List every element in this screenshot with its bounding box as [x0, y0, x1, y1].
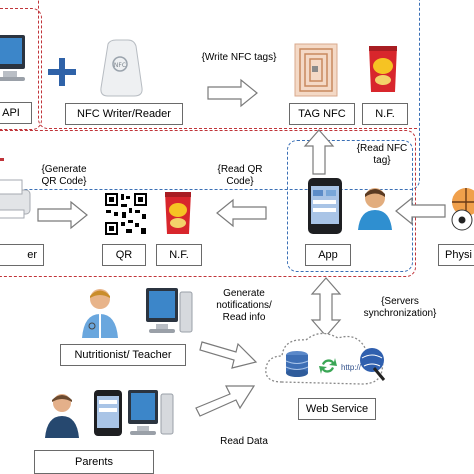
arrow-left-physical — [395, 196, 446, 226]
chips-bag-icon — [165, 192, 191, 234]
servers-sync-note: {Servers synchronization} — [363, 296, 437, 319]
http-text: http:// — [340, 363, 361, 372]
nfc-tag-icon — [294, 43, 338, 97]
read-qr-note: {Read QR Code} — [217, 164, 263, 187]
sync-icon — [319, 358, 337, 374]
arrow-right-write — [207, 78, 258, 108]
computer-icon — [128, 390, 174, 435]
parent-icon — [45, 394, 79, 438]
write-nfc-tags-note: {Write NFC tags} — [201, 52, 277, 63]
svg-text:NFC: NFC — [114, 62, 126, 69]
printer-label: er — [0, 244, 44, 266]
top-red-frame — [0, 8, 42, 130]
parents-label: Parents — [34, 450, 154, 474]
read-nfc-note: {Read NFC tag} — [356, 143, 408, 166]
physical-label: Physi — [438, 244, 474, 266]
qr-label: QR — [102, 244, 146, 266]
printer-mark — [0, 158, 4, 161]
computer-icon — [146, 288, 193, 333]
arrow-right-qr — [37, 200, 88, 230]
chips-bag-icon — [369, 46, 397, 92]
middle-red-connector — [38, 0, 417, 129]
sports-balls-icon — [451, 188, 474, 231]
nfc-writer-reader-label: NFC Writer/Reader — [65, 103, 183, 125]
bottom-red-frame — [0, 130, 416, 277]
generate-notifications-note: Generate notifications/ Read info — [216, 288, 272, 323]
outer-blue-frame — [0, 0, 420, 190]
arrow-up-nfc — [303, 129, 335, 175]
read-data-note: Read Data — [220, 436, 268, 447]
qr-code-icon — [104, 192, 148, 236]
arrow-to-webservice-bottom — [195, 385, 256, 417]
doctor-icon — [82, 289, 118, 338]
computer-icon — [0, 35, 25, 81]
database-icon — [285, 351, 309, 377]
smartphone-icon — [308, 178, 342, 234]
arrow-left-qr — [216, 198, 267, 228]
nutritionist-teacher-label: Nutritionist/ Teacher — [60, 344, 186, 366]
nf-mid-label: N.F. — [156, 244, 202, 266]
api-label: API — [0, 102, 32, 124]
app-label: App — [305, 244, 351, 266]
printer-icon — [0, 179, 31, 219]
generate-qr-note: {Generate QR Code} — [41, 164, 87, 187]
nf-top-label: N.F. — [362, 103, 408, 125]
tag-nfc-label: TAG NFC — [289, 103, 355, 125]
nfc-reader-icon: NFC — [100, 39, 143, 97]
arrow-to-webservice-top — [199, 341, 258, 369]
web-service-label: Web Service — [298, 398, 376, 420]
globe-icon — [360, 348, 386, 381]
plus-icon — [48, 58, 76, 86]
user-icon — [358, 188, 392, 230]
smartphone-icon — [94, 390, 122, 436]
